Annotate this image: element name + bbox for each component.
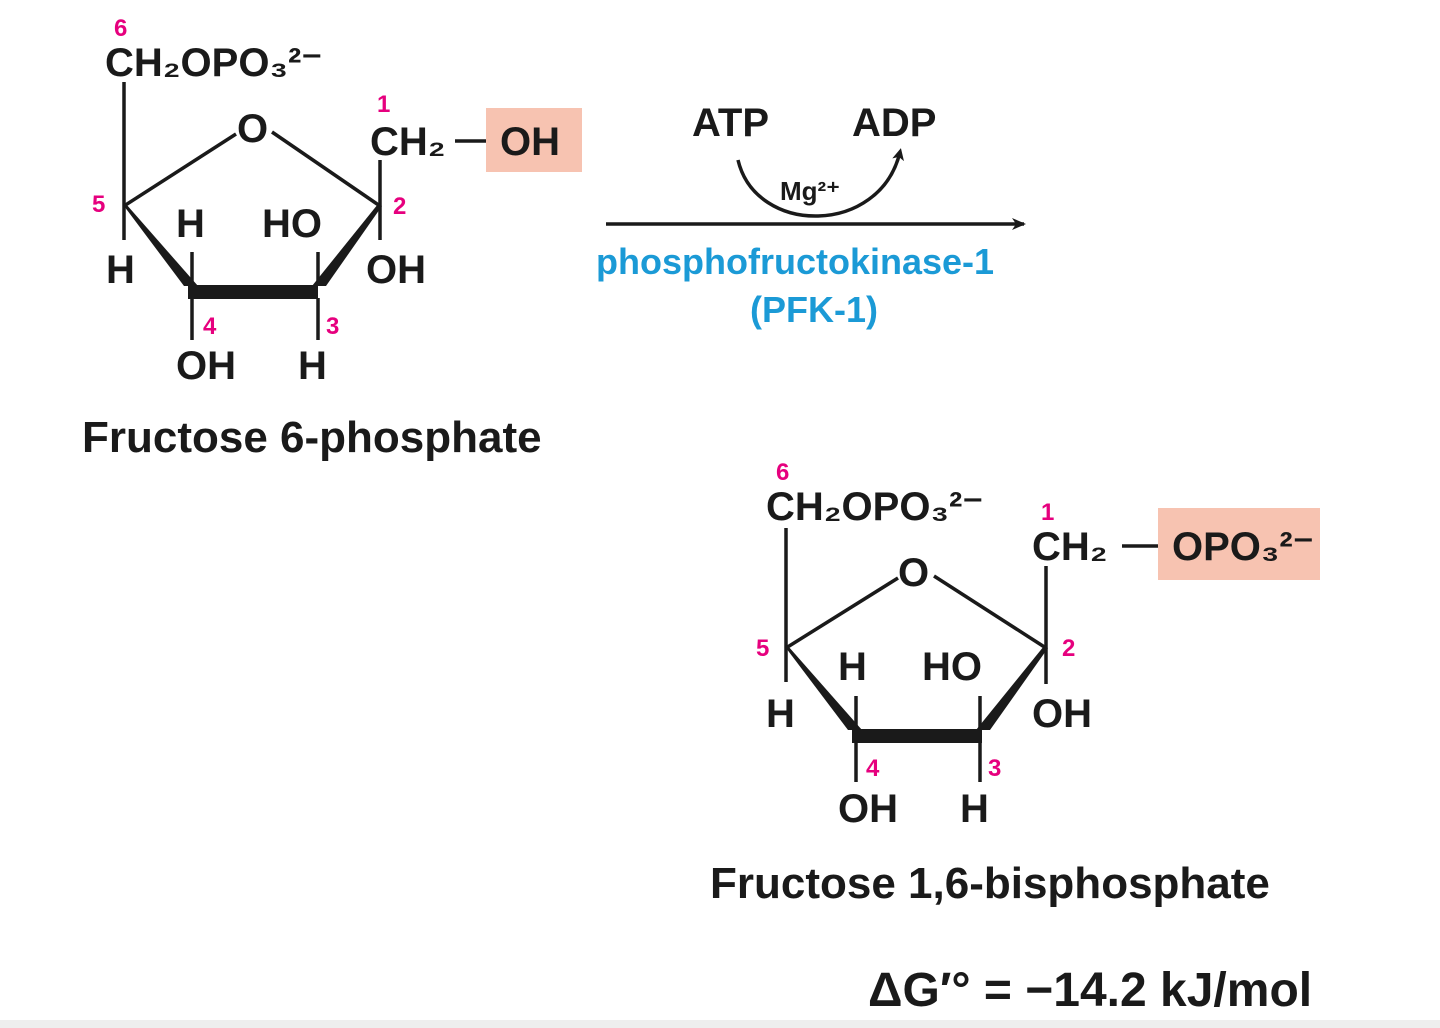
highlight-box — [1158, 508, 1320, 580]
c1-ch2-group: CH₂ — [370, 120, 446, 164]
carbon-number-1: 1 — [1041, 499, 1054, 526]
standard-free-energy-change: ΔG′° = −14.2 kJ/mol — [868, 964, 1312, 1017]
c2-hydroxyl: OH — [1032, 692, 1092, 736]
c6-phosphate-group: CH₂OPO₃²⁻ — [766, 485, 983, 529]
c3-inner-hydroxyl: HO — [922, 645, 982, 689]
carbon-number-2: 2 — [393, 193, 406, 220]
o-c2-bond — [933, 574, 1047, 650]
c4-hydroxyl: OH — [176, 344, 236, 388]
carbon-number-3: 3 — [326, 313, 339, 340]
c3-c2-wedge — [976, 646, 1048, 730]
highlighted-hydroxyl: OH — [500, 120, 560, 164]
c3-hydrogen: H — [960, 787, 989, 831]
enzyme-name: phosphofructokinase-1 — [596, 241, 994, 282]
c5-c4-wedge — [124, 204, 198, 286]
carbon-number-5: 5 — [92, 191, 105, 218]
carbon-number-3: 3 — [988, 755, 1001, 782]
c4-inner-hydrogen: H — [838, 645, 867, 689]
carbon-number-6: 6 — [114, 15, 127, 42]
magnesium-ion-label: Mg²⁺ — [780, 176, 840, 206]
product-name: Fructose 1,6-bisphosphate — [710, 859, 1270, 908]
carbon-number-2: 2 — [1062, 635, 1075, 662]
carbon-number-1: 1 — [377, 91, 390, 118]
c6-phosphate-group: CH₂OPO₃²⁻ — [105, 41, 322, 85]
carbon-number-6: 6 — [776, 459, 789, 486]
c3-hydrogen: H — [298, 344, 327, 388]
fructose-1-6-bisphosphate-structure: 6 1 5 2 4 3 CH₂OPO₃²⁻ CH₂ OPO₃²⁻ O H H H… — [710, 459, 1320, 908]
carbon-number-4: 4 — [203, 313, 217, 340]
ring-oxygen: O — [898, 551, 929, 595]
c5-hydrogen: H — [106, 248, 135, 292]
ring-oxygen: O — [237, 107, 268, 151]
c5-o-bond — [123, 132, 237, 208]
c2-hydroxyl: OH — [366, 248, 426, 292]
carbon-number-4: 4 — [866, 755, 880, 782]
fructose-6-phosphate-structure: 6 1 5 2 4 3 CH₂OPO₃²⁻ CH₂ OH O H H HO OH — [82, 15, 582, 462]
enzyme-abbreviation: (PFK-1) — [750, 289, 878, 330]
c4-hydroxyl: OH — [838, 787, 898, 831]
c5-o-bond — [785, 576, 899, 650]
carbon-number-5: 5 — [756, 635, 769, 662]
o-c2-bond — [271, 130, 381, 208]
reaction-arrow-group: ATP ADP Mg²⁺ phosphofructokinase-1 (PFK-… — [596, 101, 1026, 330]
bottom-edge-strip — [0, 1020, 1440, 1028]
c1-ch2-group: CH₂ — [1032, 525, 1108, 569]
atp-label: ATP — [692, 101, 769, 145]
cofactor-curved-arrow — [736, 148, 904, 218]
adp-label: ADP — [852, 101, 936, 145]
highlighted-phosphate: OPO₃²⁻ — [1172, 525, 1314, 569]
substrate-name: Fructose 6-phosphate — [82, 413, 542, 462]
c4-inner-hydrogen: H — [176, 202, 205, 246]
highlight-box — [486, 108, 582, 172]
c5-c4-wedge — [786, 646, 862, 730]
c5-hydrogen: H — [766, 692, 795, 736]
c3-inner-hydroxyl: HO — [262, 202, 322, 246]
c3-c2-wedge — [312, 204, 382, 286]
